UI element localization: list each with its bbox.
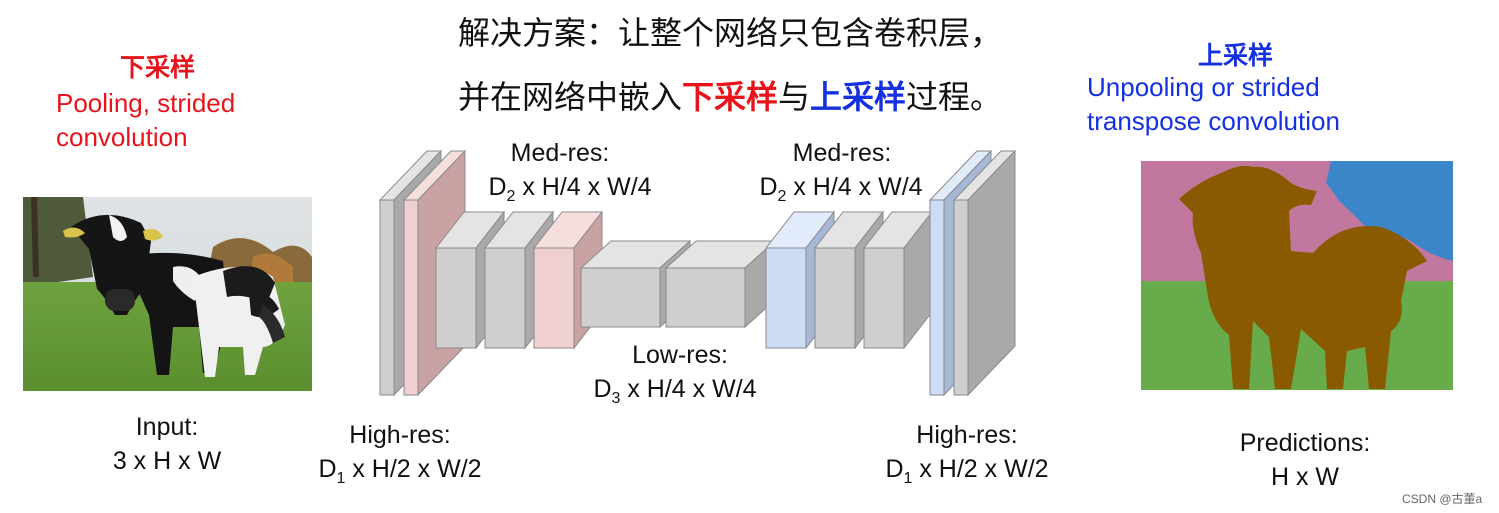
title-suffix: 过程。 [906,78,1003,116]
low-res-dims: x H/4 x W/4 [620,375,757,403]
upsample-sub-2: transpose convolution [1087,106,1340,136]
high-res-layer-right-2 [952,149,1017,397]
downsample-sub-2: convolution [56,122,188,152]
input-cow-photo [23,197,312,391]
input-label-1: Input: [135,413,199,441]
title-downsample: 下采样 [681,78,778,116]
high-res-left-sub: 1 [336,470,346,487]
low-res-sub: 3 [611,390,621,407]
prediction-segmentation-map [1141,161,1453,390]
predictions-label-1: Predictions: [1239,429,1371,457]
input-label-2: 3 x H x W [112,447,222,475]
med-res-left-label-2: D2 x H/4 x W/4 [455,170,685,214]
high-res-left-dims: x H/2 x W/2 [345,455,482,483]
med-res-left-d: D [488,173,507,201]
downsample-heading: 下采样 [120,53,196,82]
encoder-decoder-network [378,149,1017,397]
med-res-left-label-1: Med-res: [510,139,610,167]
watermark: CSDN @古董a [1402,492,1483,506]
low-res-label-2: D3 x H/4 x W/4 [560,372,790,416]
title-prefix: 并在网络中嵌入 [457,78,682,116]
high-res-right-label-2: D1 x H/2 x W/2 [852,452,1082,496]
upsample-heading: 上采样 [1198,41,1274,70]
med-res-right-sub: 2 [777,188,787,205]
high-res-left-label-1: High-res: [349,421,451,449]
high-res-left-d: D [318,455,337,483]
high-res-left-label-2: D1 x H/2 x W/2 [285,452,515,496]
med-res-right-dims: x H/4 x W/4 [786,173,923,201]
downsample-sub-1: Pooling, strided [56,88,236,118]
med-res-block-right-3 [862,210,934,350]
high-res-right-dims: x H/2 x W/2 [912,455,1049,483]
title-line-1: 解决方案：让整个网络只包含卷积层， [457,14,1002,52]
upsample-sub-1: Unpooling or strided [1087,72,1320,102]
title-and: 与 [777,78,810,116]
med-res-right-label-2: D2 x H/4 x W/4 [726,170,956,214]
low-res-block-2 [664,239,777,329]
title-upsample: 上采样 [810,78,907,116]
low-res-d: D [593,375,612,403]
med-res-right-label-1: Med-res: [792,139,892,167]
high-res-right-d: D [885,455,904,483]
predictions-label-2: H x W [1270,463,1340,491]
med-res-right-d: D [759,173,778,201]
med-res-block-right-2 [813,210,885,350]
high-res-right-sub: 1 [903,470,913,487]
med-res-left-sub: 2 [506,188,516,205]
med-res-left-dims: x H/4 x W/4 [515,173,652,201]
low-res-label-1: Low-res: [632,341,728,369]
high-res-right-label-1: High-res: [916,421,1018,449]
title-line-2: 并在网络中嵌入下采样与上采样过程。 [380,72,1080,118]
